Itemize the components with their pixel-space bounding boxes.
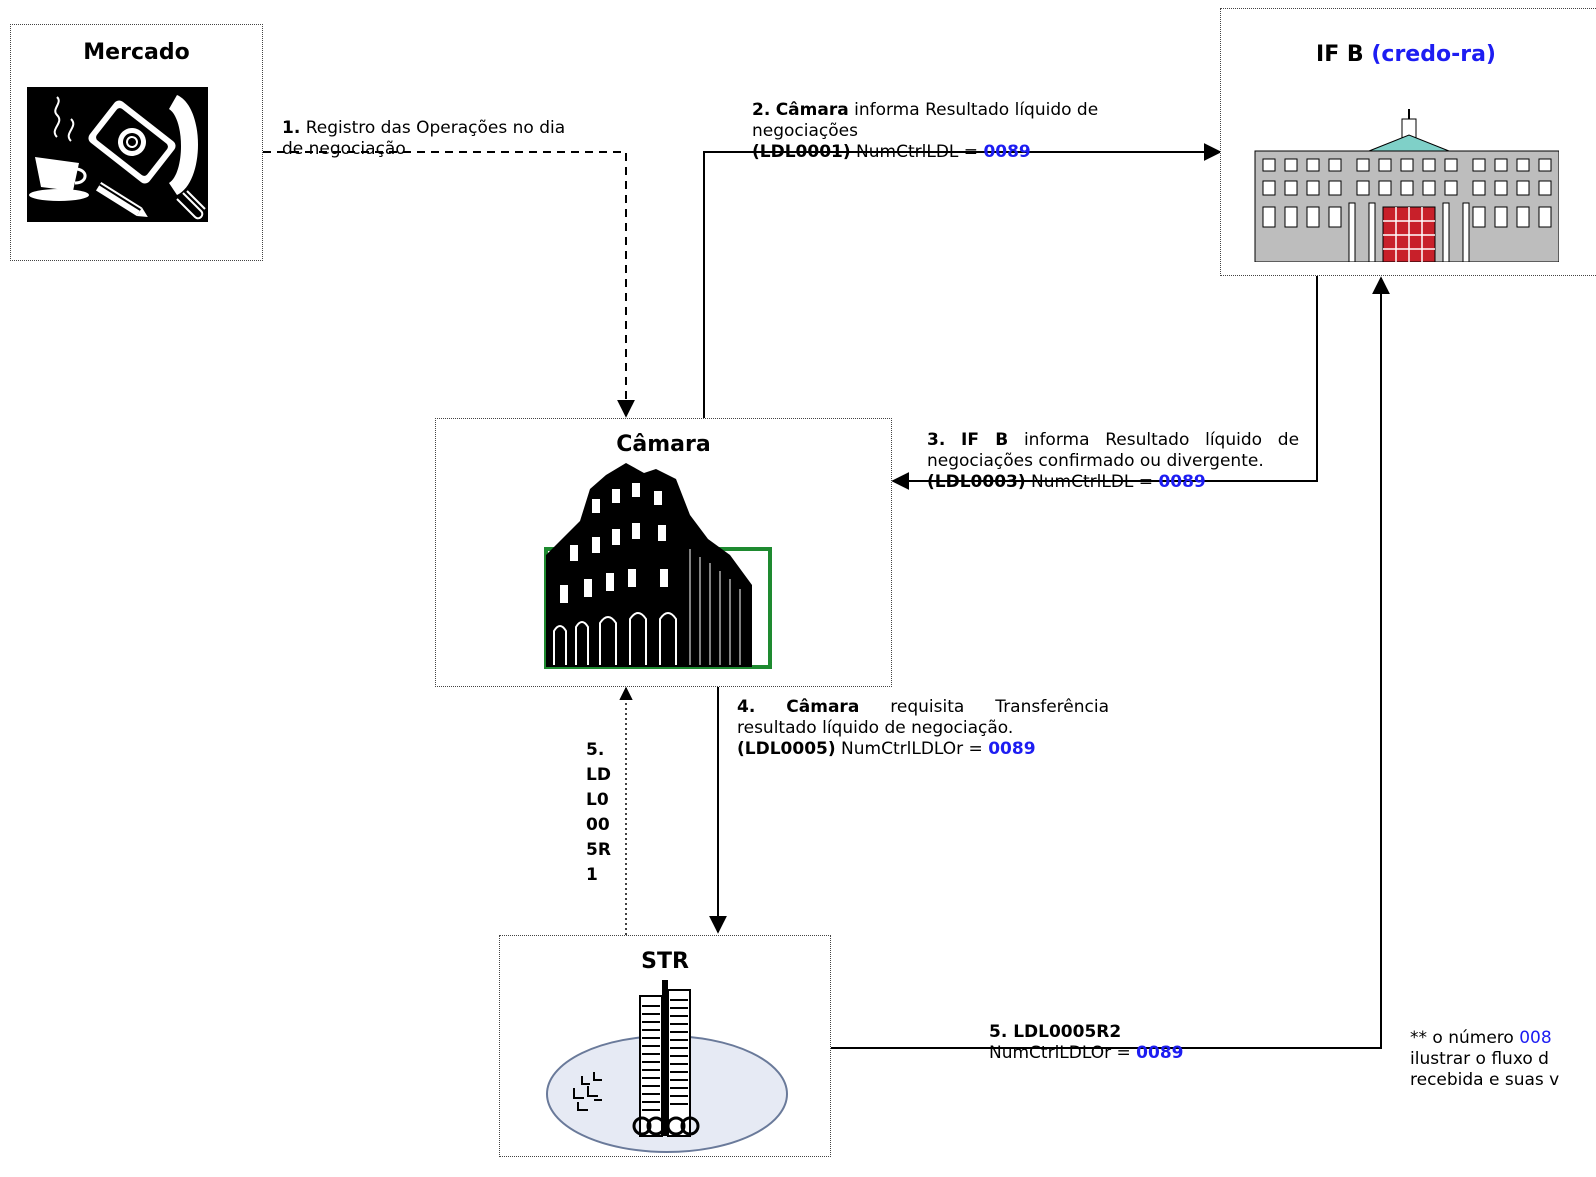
- footnote: ** o número 008 ilustrar o fluxo d receb…: [1410, 1028, 1596, 1091]
- office-phone-icon: [27, 87, 208, 222]
- footnote-prefix: ** o número: [1410, 1028, 1514, 1048]
- flow-5r1-line: 00: [586, 815, 610, 835]
- camara-node: Câmara: [435, 418, 892, 687]
- flow-3-label: 3. IF B informa Resultado líquido de neg…: [927, 430, 1299, 493]
- flow-1-num: 1.: [282, 118, 301, 138]
- flow-2-text: informa Resultado líquido de negociações: [752, 100, 1099, 141]
- footnote-value: 008: [1519, 1028, 1552, 1048]
- flow-4-actor: Câmara: [786, 697, 860, 717]
- flow-2-ctrl: NumCtrlLDL =: [856, 142, 979, 162]
- flow-4-label: 4. Câmara requisita Transferência result…: [737, 697, 1109, 760]
- str-title: STR: [641, 949, 689, 974]
- ifb-title: IF B: [1316, 42, 1364, 67]
- flow-5r2-value: 0089: [1136, 1043, 1184, 1063]
- footnote-line-3: recebida e suas v: [1410, 1070, 1560, 1090]
- flow-4-value: 0089: [988, 739, 1036, 759]
- flow-2-actor: Câmara: [775, 100, 849, 120]
- flow-5r2-connector: [831, 276, 1390, 1049]
- ifb-node: IF B (credo-ra): [1220, 8, 1596, 276]
- ifb-title-suffix: (credo-ra): [1371, 42, 1496, 67]
- flow-5r2-ctrl: NumCtrlLDLOr =: [989, 1043, 1131, 1063]
- flow-3-value: 0089: [1158, 472, 1206, 492]
- camara-title: Câmara: [616, 432, 711, 457]
- mercado-node: Mercado: [10, 24, 263, 261]
- flow-3-num: 3.: [927, 430, 946, 450]
- flow-5r1-label: 5. LD L0 00 5R 1: [586, 738, 622, 888]
- flow-3-text: informa Resultado líquido de negociações…: [927, 430, 1300, 471]
- str-node: STR: [499, 935, 831, 1157]
- flow-4-text: requisita Transferência resultado líquid…: [737, 697, 1110, 738]
- flow-5r2-title: 5. LDL0005R2: [989, 1022, 1122, 1042]
- flow-3-msg: (LDL0003): [927, 472, 1026, 492]
- flow-2-connector: [703, 143, 1222, 418]
- flow-5r1-line: 1: [586, 865, 598, 885]
- flow-3-actor: IF B: [961, 430, 1009, 450]
- flow-2-num: 2.: [752, 100, 771, 120]
- ifb-title-block: IF B (credo-ra): [1311, 41, 1501, 69]
- flow-5r1-line: 5.: [586, 740, 605, 760]
- footnote-line-2: ilustrar o fluxo d: [1410, 1049, 1549, 1069]
- building-icon: [544, 463, 772, 669]
- flow-1-text: Registro das Operações no dia de negocia…: [282, 118, 566, 159]
- flow-1-connector: [263, 151, 635, 418]
- flow-2-label: 2. Câmara informa Resultado líquido de n…: [752, 100, 1124, 163]
- flow-5r2-label: 5. LDL0005R2 NumCtrlLDLOr = 0089: [989, 1022, 1289, 1064]
- flow-4-msg: (LDL0005): [737, 739, 836, 759]
- flow-5r1-line: L0: [586, 790, 609, 810]
- flow-5r1-line: 5R: [586, 840, 611, 860]
- flow-3-connector: [891, 276, 1318, 490]
- mercado-title: Mercado: [83, 40, 190, 65]
- flow-4-num: 4.: [737, 697, 756, 717]
- footnote-line-1: ** o número 008: [1410, 1028, 1596, 1049]
- bank-building-icon: [1254, 109, 1559, 262]
- flow-1-label: 1. Registro das Operações no dia de nego…: [282, 118, 572, 160]
- flow-3-ctrl: NumCtrlLDL =: [1031, 472, 1154, 492]
- flow-2-value: 0089: [983, 142, 1031, 162]
- flow-2-msg: (LDL0001): [752, 142, 851, 162]
- flow-5r1-line: LD: [586, 765, 611, 785]
- tower-logo-icon: [546, 980, 788, 1153]
- flow-4-ctrl: NumCtrlLDLOr =: [841, 739, 983, 759]
